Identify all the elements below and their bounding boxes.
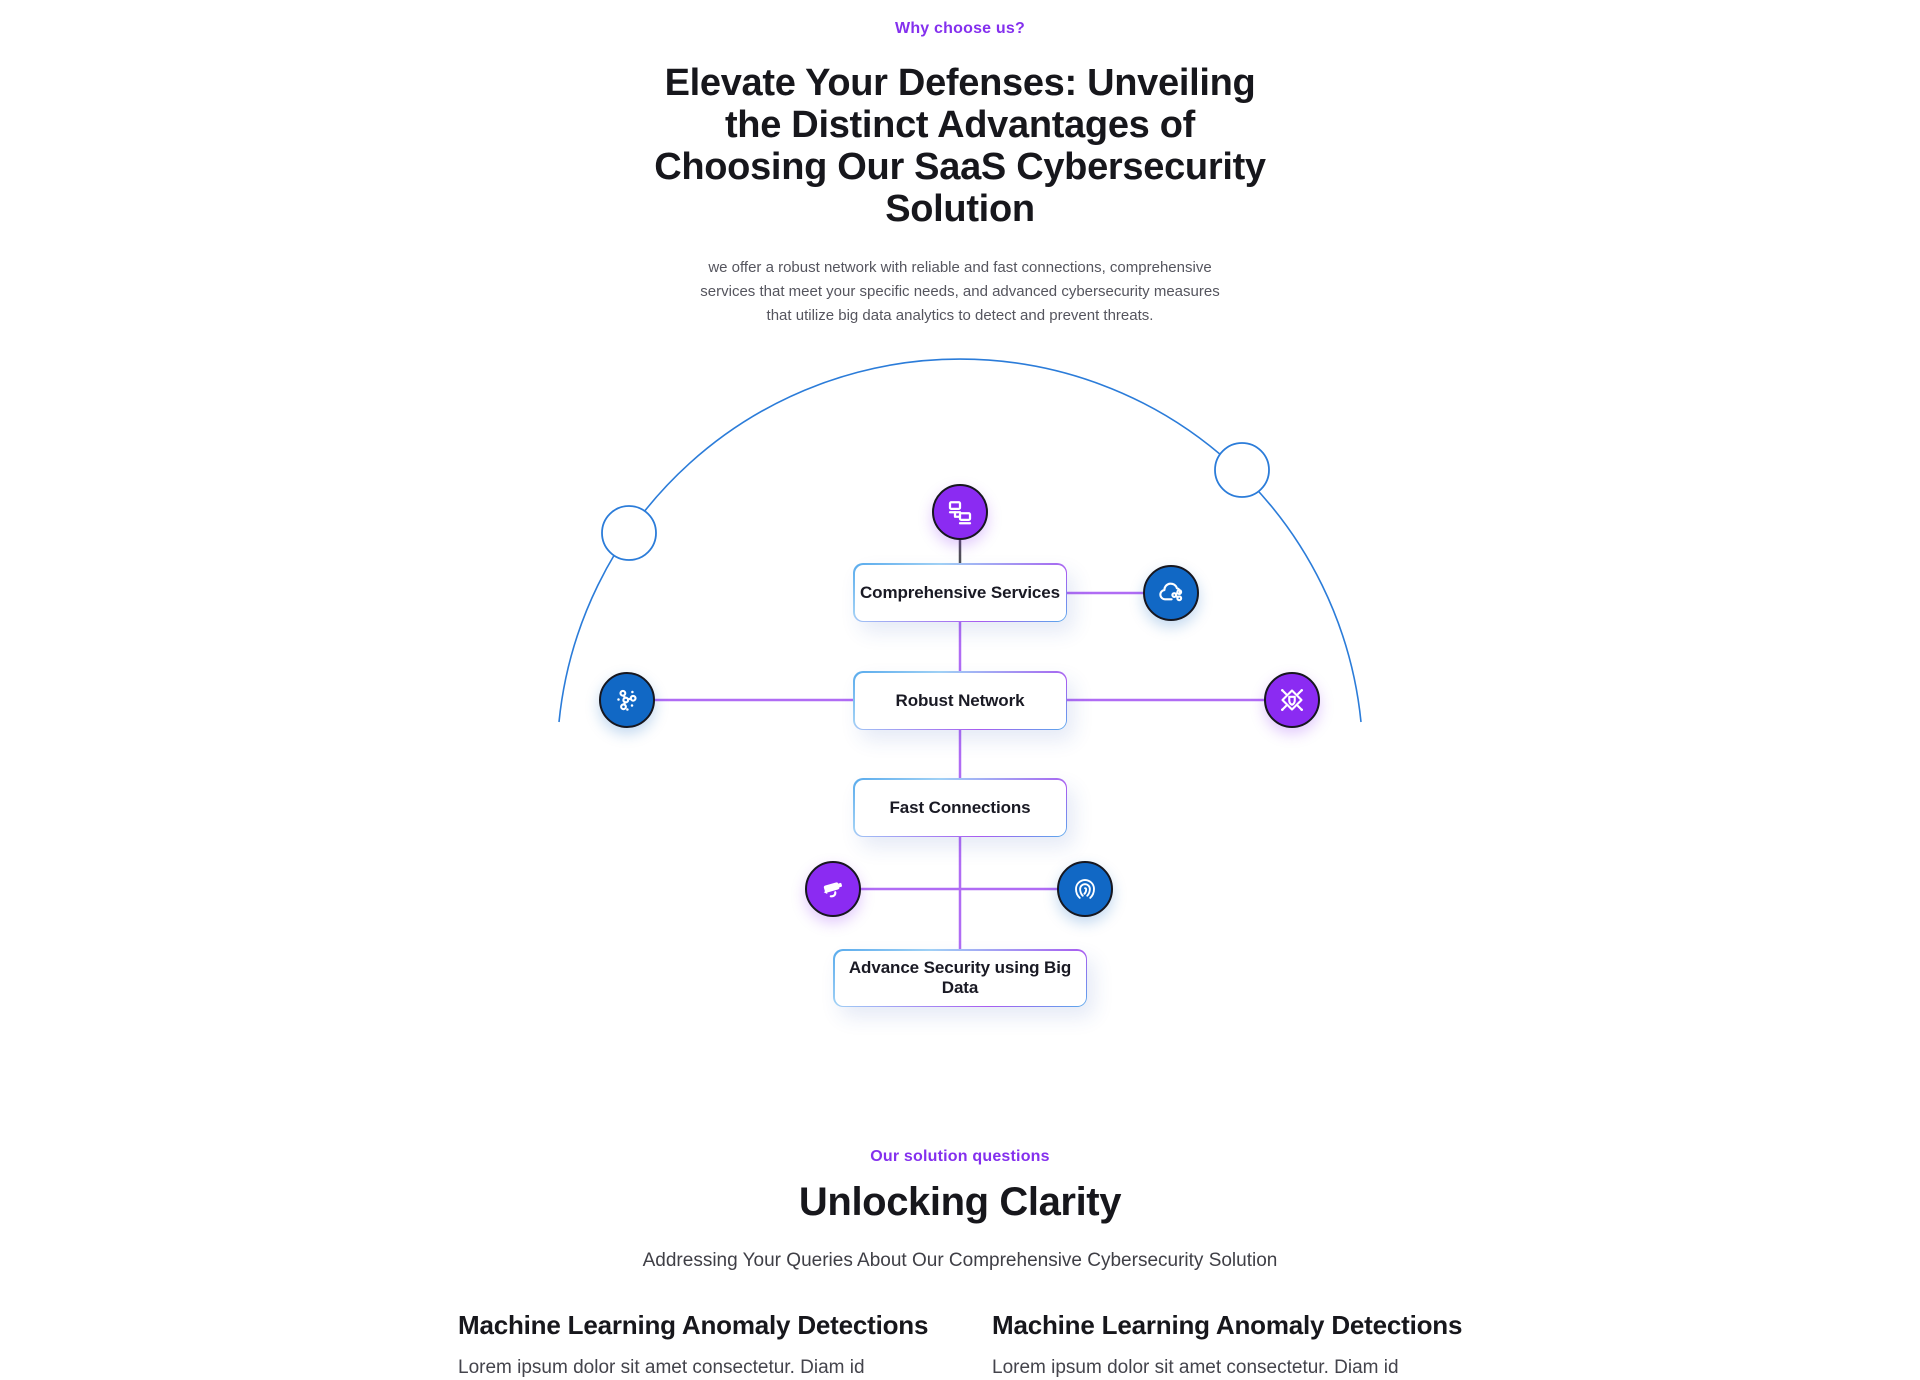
faq-subtitle: Addressing Your Queries About Our Compre… [642, 1250, 1278, 1271]
fingerprint-icon [1070, 874, 1100, 904]
network-hub-icon [612, 685, 642, 715]
diagram-node-fast-connections: Fast Connections [853, 778, 1067, 837]
cloud-share-badge [1143, 565, 1199, 621]
cctv-camera-badge [805, 861, 861, 917]
network-devices-icon [945, 497, 975, 527]
node-label: Robust Network [854, 672, 1066, 729]
node-label: Fast Connections [854, 779, 1066, 836]
hero-title-line: Choosing Our SaaS Cybersecurity [654, 146, 1266, 188]
faq-eyebrow: Our solution questions [870, 1148, 1050, 1165]
faq-item-heading: Machine Learning Anomaly Detections [458, 1310, 929, 1340]
fingerprint-badge [1057, 861, 1113, 917]
diagram-node-robust-network: Robust Network [853, 671, 1067, 730]
diagram-node-advance-security: Advance Security using Big Data [833, 949, 1087, 1007]
faq-item-heading: Machine Learning Anomaly Detections [992, 1310, 1463, 1340]
bug-shield-icon [1277, 685, 1307, 715]
hero-description: we offer a robust network with reliable … [700, 259, 1220, 324]
faq-item-body: Lorem ipsum dolor sit amet consectetur. … [992, 1357, 1399, 1378]
network-devices-badge [932, 484, 988, 540]
bug-shield-badge [1264, 672, 1320, 728]
arc-circle-left [601, 505, 657, 561]
hero-title-line: the Distinct Advantages of [724, 104, 1196, 146]
arc-circle-right [1214, 442, 1270, 498]
faq-item: Machine Learning Anomaly Detections Lore… [992, 1310, 1482, 1379]
node-label: Advance Security using Big Data [834, 950, 1086, 1006]
faq-item-body: Lorem ipsum dolor sit amet consectetur. … [458, 1357, 865, 1378]
faq-item: Machine Learning Anomaly Detections Lore… [458, 1310, 948, 1379]
cloud-share-icon [1156, 578, 1186, 608]
hero-eyebrow: Why choose us? [895, 20, 1025, 37]
cctv-camera-icon [818, 874, 848, 904]
hero-title-line: Solution [885, 188, 1035, 230]
network-hub-badge [599, 672, 655, 728]
node-label: Comprehensive Services [854, 564, 1066, 621]
faq-title: Unlocking Clarity [798, 1180, 1122, 1224]
hero-title-line: Elevate Your Defenses: Unveiling [664, 62, 1256, 104]
hero-title: Elevate Your Defenses: Unveiling the Dis… [0, 62, 1920, 230]
diagram-node-comprehensive-services: Comprehensive Services [853, 563, 1067, 622]
